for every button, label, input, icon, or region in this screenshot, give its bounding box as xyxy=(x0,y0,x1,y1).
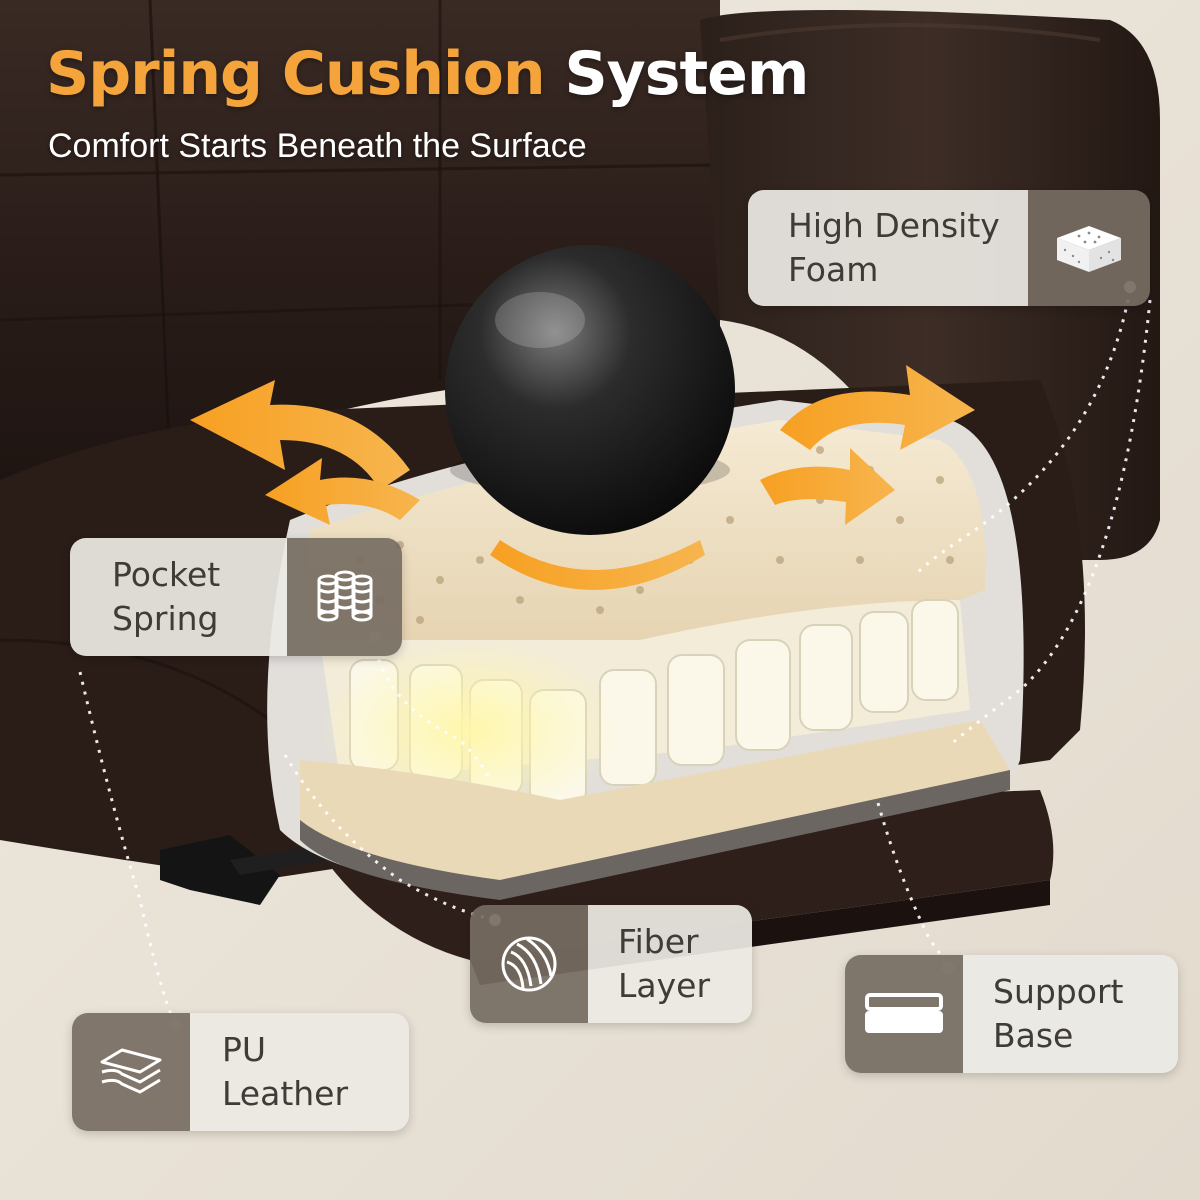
callout-text: PU Leather xyxy=(190,1013,409,1131)
callout-text: Pocket Spring xyxy=(70,538,287,656)
leather-layers-icon xyxy=(72,1013,190,1131)
callout-line-2: Spring xyxy=(112,599,219,638)
callout-line-1: Support xyxy=(993,972,1124,1012)
support-base-icon xyxy=(845,955,963,1073)
page-title: Spring Cushion System xyxy=(46,44,809,104)
chair-backrest xyxy=(0,0,720,520)
weight-ball xyxy=(445,245,735,535)
page-subtitle: Comfort Starts Beneath the Surface xyxy=(48,127,587,165)
title-rest: System xyxy=(564,39,809,109)
callout-text: High Density Foam xyxy=(748,190,1028,306)
callout-support-base: Support Base xyxy=(845,955,1178,1073)
callout-line-2: Base xyxy=(993,1016,1074,1055)
callout-high-density-foam: High Density Foam xyxy=(748,190,1150,306)
callout-line-1: Pocket xyxy=(112,555,221,595)
callout-text: Support Base xyxy=(963,955,1178,1073)
foam-block-icon xyxy=(1028,190,1150,306)
callout-line-1: Fiber xyxy=(618,922,699,962)
title-highlight: Spring Cushion xyxy=(46,39,546,109)
recline-lever xyxy=(160,835,280,905)
callout-line-2: Leather xyxy=(222,1074,349,1113)
pressure-arrows xyxy=(190,365,975,590)
callout-line-2: Layer xyxy=(618,966,711,1005)
callout-fiber-layer: Fiber Layer xyxy=(470,905,752,1023)
callout-pocket-spring: Pocket Spring xyxy=(70,538,402,656)
callout-line-1: PU xyxy=(222,1030,267,1070)
callout-text: Fiber Layer xyxy=(588,905,752,1023)
callout-pu-leather: PU Leather xyxy=(72,1013,409,1131)
fiber-wool-icon xyxy=(470,905,588,1023)
foam-bottom-layer xyxy=(300,720,1010,880)
callout-line-2: Foam xyxy=(788,250,879,289)
pocket-spring-icon xyxy=(287,538,402,656)
callout-line-1: High Density xyxy=(788,206,1000,246)
